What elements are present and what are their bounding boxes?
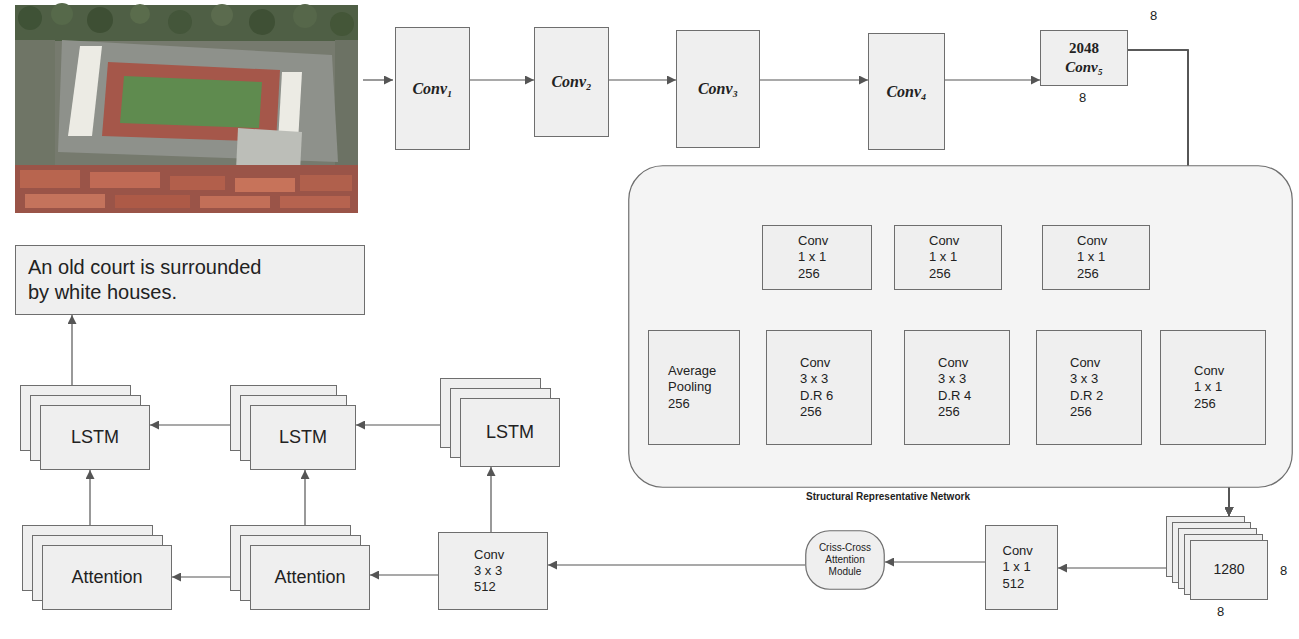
- text-group: LSTM: [486, 421, 534, 444]
- node-label: Conv 3 x 3 512: [474, 547, 512, 596]
- text-group: Conv₁: [412, 79, 452, 99]
- flow-arrow: [945, 79, 1040, 80]
- conv-box: Conv 3 x 3 D.R 2 256: [1036, 330, 1142, 445]
- conv-block: 2048Conv₅: [1040, 30, 1128, 86]
- text-group: LSTM: [71, 426, 119, 449]
- flow-arrow: [490, 467, 491, 532]
- caption-box: An old court is surrounded by white hous…: [15, 245, 365, 315]
- node-label: An old court is surrounded by white hous…: [28, 255, 273, 305]
- node-label: Conv 3 x 3 D.R 4 256: [938, 355, 976, 420]
- panel-border: [629, 166, 1293, 488]
- flow-arrow: [71, 315, 72, 385]
- node-label: Conv₂: [551, 72, 591, 92]
- node-label: Conv 1 x 1 256: [1077, 233, 1115, 282]
- flow-arrow: [172, 576, 230, 577]
- node-label: Conv₅: [1065, 58, 1103, 77]
- dimension-label: 8: [1217, 604, 1224, 620]
- text-group: Conv₂: [551, 72, 591, 92]
- dimension-label: 8: [1079, 90, 1086, 106]
- attention-box: Attention: [250, 545, 370, 610]
- node-label: Conv₁: [412, 79, 452, 99]
- flow-arrow: [150, 424, 230, 425]
- flow-arrow: [548, 564, 805, 565]
- flow-arrow: [885, 561, 985, 562]
- node-label: 2048: [1069, 39, 1099, 58]
- lstm-box: LSTM: [460, 398, 560, 467]
- node-label: Conv 3 x 3 D.R 2 256: [1070, 355, 1108, 420]
- text-group: Conv 1 x 1 256: [1194, 363, 1232, 412]
- node-label: Attention: [274, 566, 345, 589]
- attention-module: Criss-Cross Attention Module: [805, 530, 885, 590]
- pooling-box: Average Pooling 256: [648, 330, 740, 445]
- text-group: Average Pooling 256: [668, 363, 720, 412]
- node-label: LSTM: [279, 426, 327, 449]
- conv-box: Conv 1 x 1 256: [762, 225, 872, 290]
- node-label: Average Pooling 256: [668, 363, 720, 412]
- text-group: Conv 3 x 3 D.R 4 256: [938, 355, 976, 420]
- flow-arrow: [89, 470, 90, 525]
- flow-arrow: [1058, 567, 1166, 568]
- text-group: Attention: [71, 566, 142, 589]
- conv-box: Conv 1 x 1 256: [894, 225, 1002, 290]
- dimension-label: 8: [1150, 8, 1157, 24]
- flow-arrow: [370, 574, 438, 575]
- node-label: Conv 3 x 3 D.R 6 256: [800, 355, 838, 420]
- text-group: Conv 1 x 1 512: [1003, 543, 1041, 592]
- text-group: Attention: [274, 566, 345, 589]
- text-group: LSTM: [279, 426, 327, 449]
- text-group: Conv₃: [698, 79, 738, 99]
- panel-title: Structural Representative Network: [806, 491, 970, 504]
- conv-block: Conv₄: [868, 33, 945, 150]
- lstm-box: LSTM: [250, 405, 356, 470]
- input-arrow: [363, 79, 393, 80]
- node-label: LSTM: [71, 426, 119, 449]
- text-group: Conv 1 x 1 256: [929, 233, 967, 282]
- conv-box: Conv 1 x 1 512: [985, 525, 1058, 610]
- text-group: Conv 1 x 1 256: [798, 233, 836, 282]
- text-group: An old court is surrounded by white hous…: [28, 255, 273, 305]
- node-label: Conv 1 x 1 256: [798, 233, 836, 282]
- text-group: Conv 3 x 3 D.R 6 256: [800, 355, 838, 420]
- conv-box: Conv 3 x 3 D.R 6 256: [766, 330, 872, 445]
- lstm-box: LSTM: [40, 405, 150, 470]
- node-label: Conv 1 x 1 512: [1003, 543, 1041, 592]
- module-outline: [806, 531, 885, 590]
- conv-block: Conv₃: [676, 30, 760, 148]
- conv-box: Conv 1 x 1 256: [1160, 330, 1266, 445]
- text-group: Conv 1 x 1 256: [1077, 233, 1115, 282]
- node-label: Conv 1 x 1 256: [1194, 363, 1232, 412]
- flow-arrow: [304, 470, 305, 525]
- conv-box: Conv 3 x 3 D.R 4 256: [904, 330, 1010, 445]
- feature-stack: 1280: [1190, 540, 1268, 600]
- node-label: Conv₃: [698, 79, 738, 99]
- node-label: Criss-Cross Attention Module: [815, 542, 875, 578]
- text-group: Conv 3 x 3 512: [474, 547, 512, 596]
- flow-arrow: [609, 79, 676, 80]
- flow-arrow: [470, 79, 534, 80]
- conv-box: Conv 1 x 1 256: [1042, 225, 1150, 290]
- text-group: Conv₄: [886, 82, 926, 102]
- text-group: 1280: [1213, 561, 1244, 579]
- conv-block: Conv₂: [534, 27, 609, 137]
- conv-block: Conv₁: [395, 27, 470, 150]
- node-label: LSTM: [486, 421, 534, 444]
- text-group: Criss-Cross Attention Module: [815, 542, 875, 578]
- flow-arrow: [760, 79, 868, 80]
- text-group: 2048Conv₅: [1065, 39, 1103, 77]
- node-label: 1280: [1213, 561, 1244, 579]
- network-panel: Structural Representative NetworkConv 1 …: [628, 165, 1293, 488]
- flow-arrow: [356, 424, 440, 425]
- attention-box: Attention: [42, 545, 172, 610]
- node-label: Conv 1 x 1 256: [929, 233, 967, 282]
- aerial-photo: [15, 3, 358, 213]
- node-label: Attention: [71, 566, 142, 589]
- dimension-label: 8: [1280, 563, 1287, 579]
- node-label: Conv₄: [886, 82, 926, 102]
- conv-box: Conv 3 x 3 512: [438, 532, 548, 610]
- text-group: Conv 3 x 3 D.R 2 256: [1070, 355, 1108, 420]
